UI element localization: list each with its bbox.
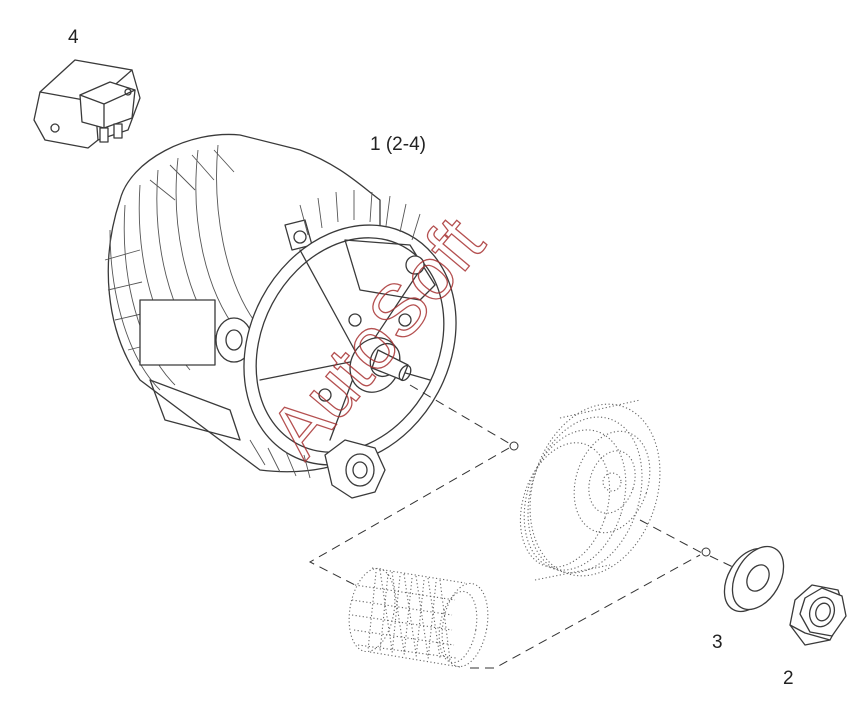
assembly-point-lower: [701, 547, 711, 557]
label-part-2: 2: [783, 668, 794, 689]
pulley: [519, 399, 661, 581]
freewheel-sleeve: [348, 567, 489, 668]
label-part-4: 4: [68, 27, 79, 48]
assembly-lines: [308, 384, 736, 669]
washer: [723, 545, 785, 613]
assembly-point-upper: [509, 441, 519, 451]
hex-nut: [789, 584, 847, 646]
voltage-regulator: [33, 59, 141, 149]
label-part-3: 3: [712, 632, 723, 653]
label-part-1: 1 (2-4): [370, 134, 426, 155]
alternator-assembly: [104, 133, 457, 499]
